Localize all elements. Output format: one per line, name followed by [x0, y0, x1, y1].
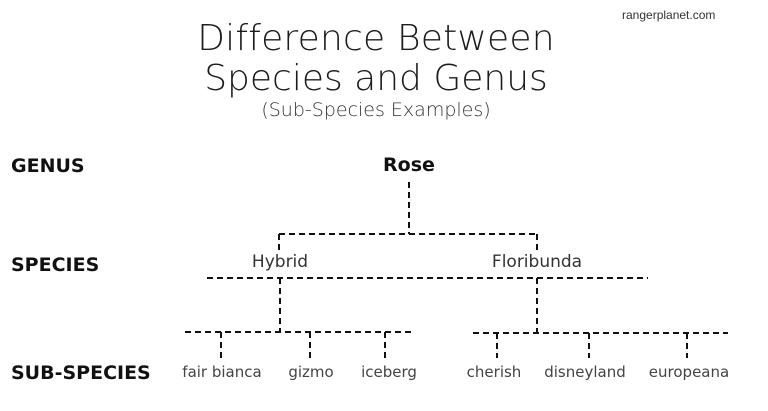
species-node-hybrid: Hybrid [251, 252, 309, 272]
subspecies-node: fair bianca [182, 363, 262, 381]
species-node-floribunda: Floribunda [491, 252, 583, 272]
subspecies-node: gizmo [288, 363, 334, 381]
title-line-1: Difference Between [197, 18, 555, 59]
level-label-subspecies: SUB-SPECIES [11, 362, 151, 384]
subtitle: (Sub-Species Examples) [261, 99, 491, 121]
subspecies-node: disneyland [544, 363, 626, 381]
source-watermark: rangerplanet.com [622, 8, 716, 22]
level-label-genus: GENUS [11, 155, 85, 177]
subspecies-node: cherish [466, 363, 522, 381]
level-label-species: SPECIES [11, 254, 100, 276]
genus-node-rose: Rose [383, 154, 435, 176]
subspecies-node: iceberg [361, 363, 417, 381]
subspecies-node: europeana [648, 363, 730, 381]
title-line-2: Species and Genus [204, 58, 548, 99]
